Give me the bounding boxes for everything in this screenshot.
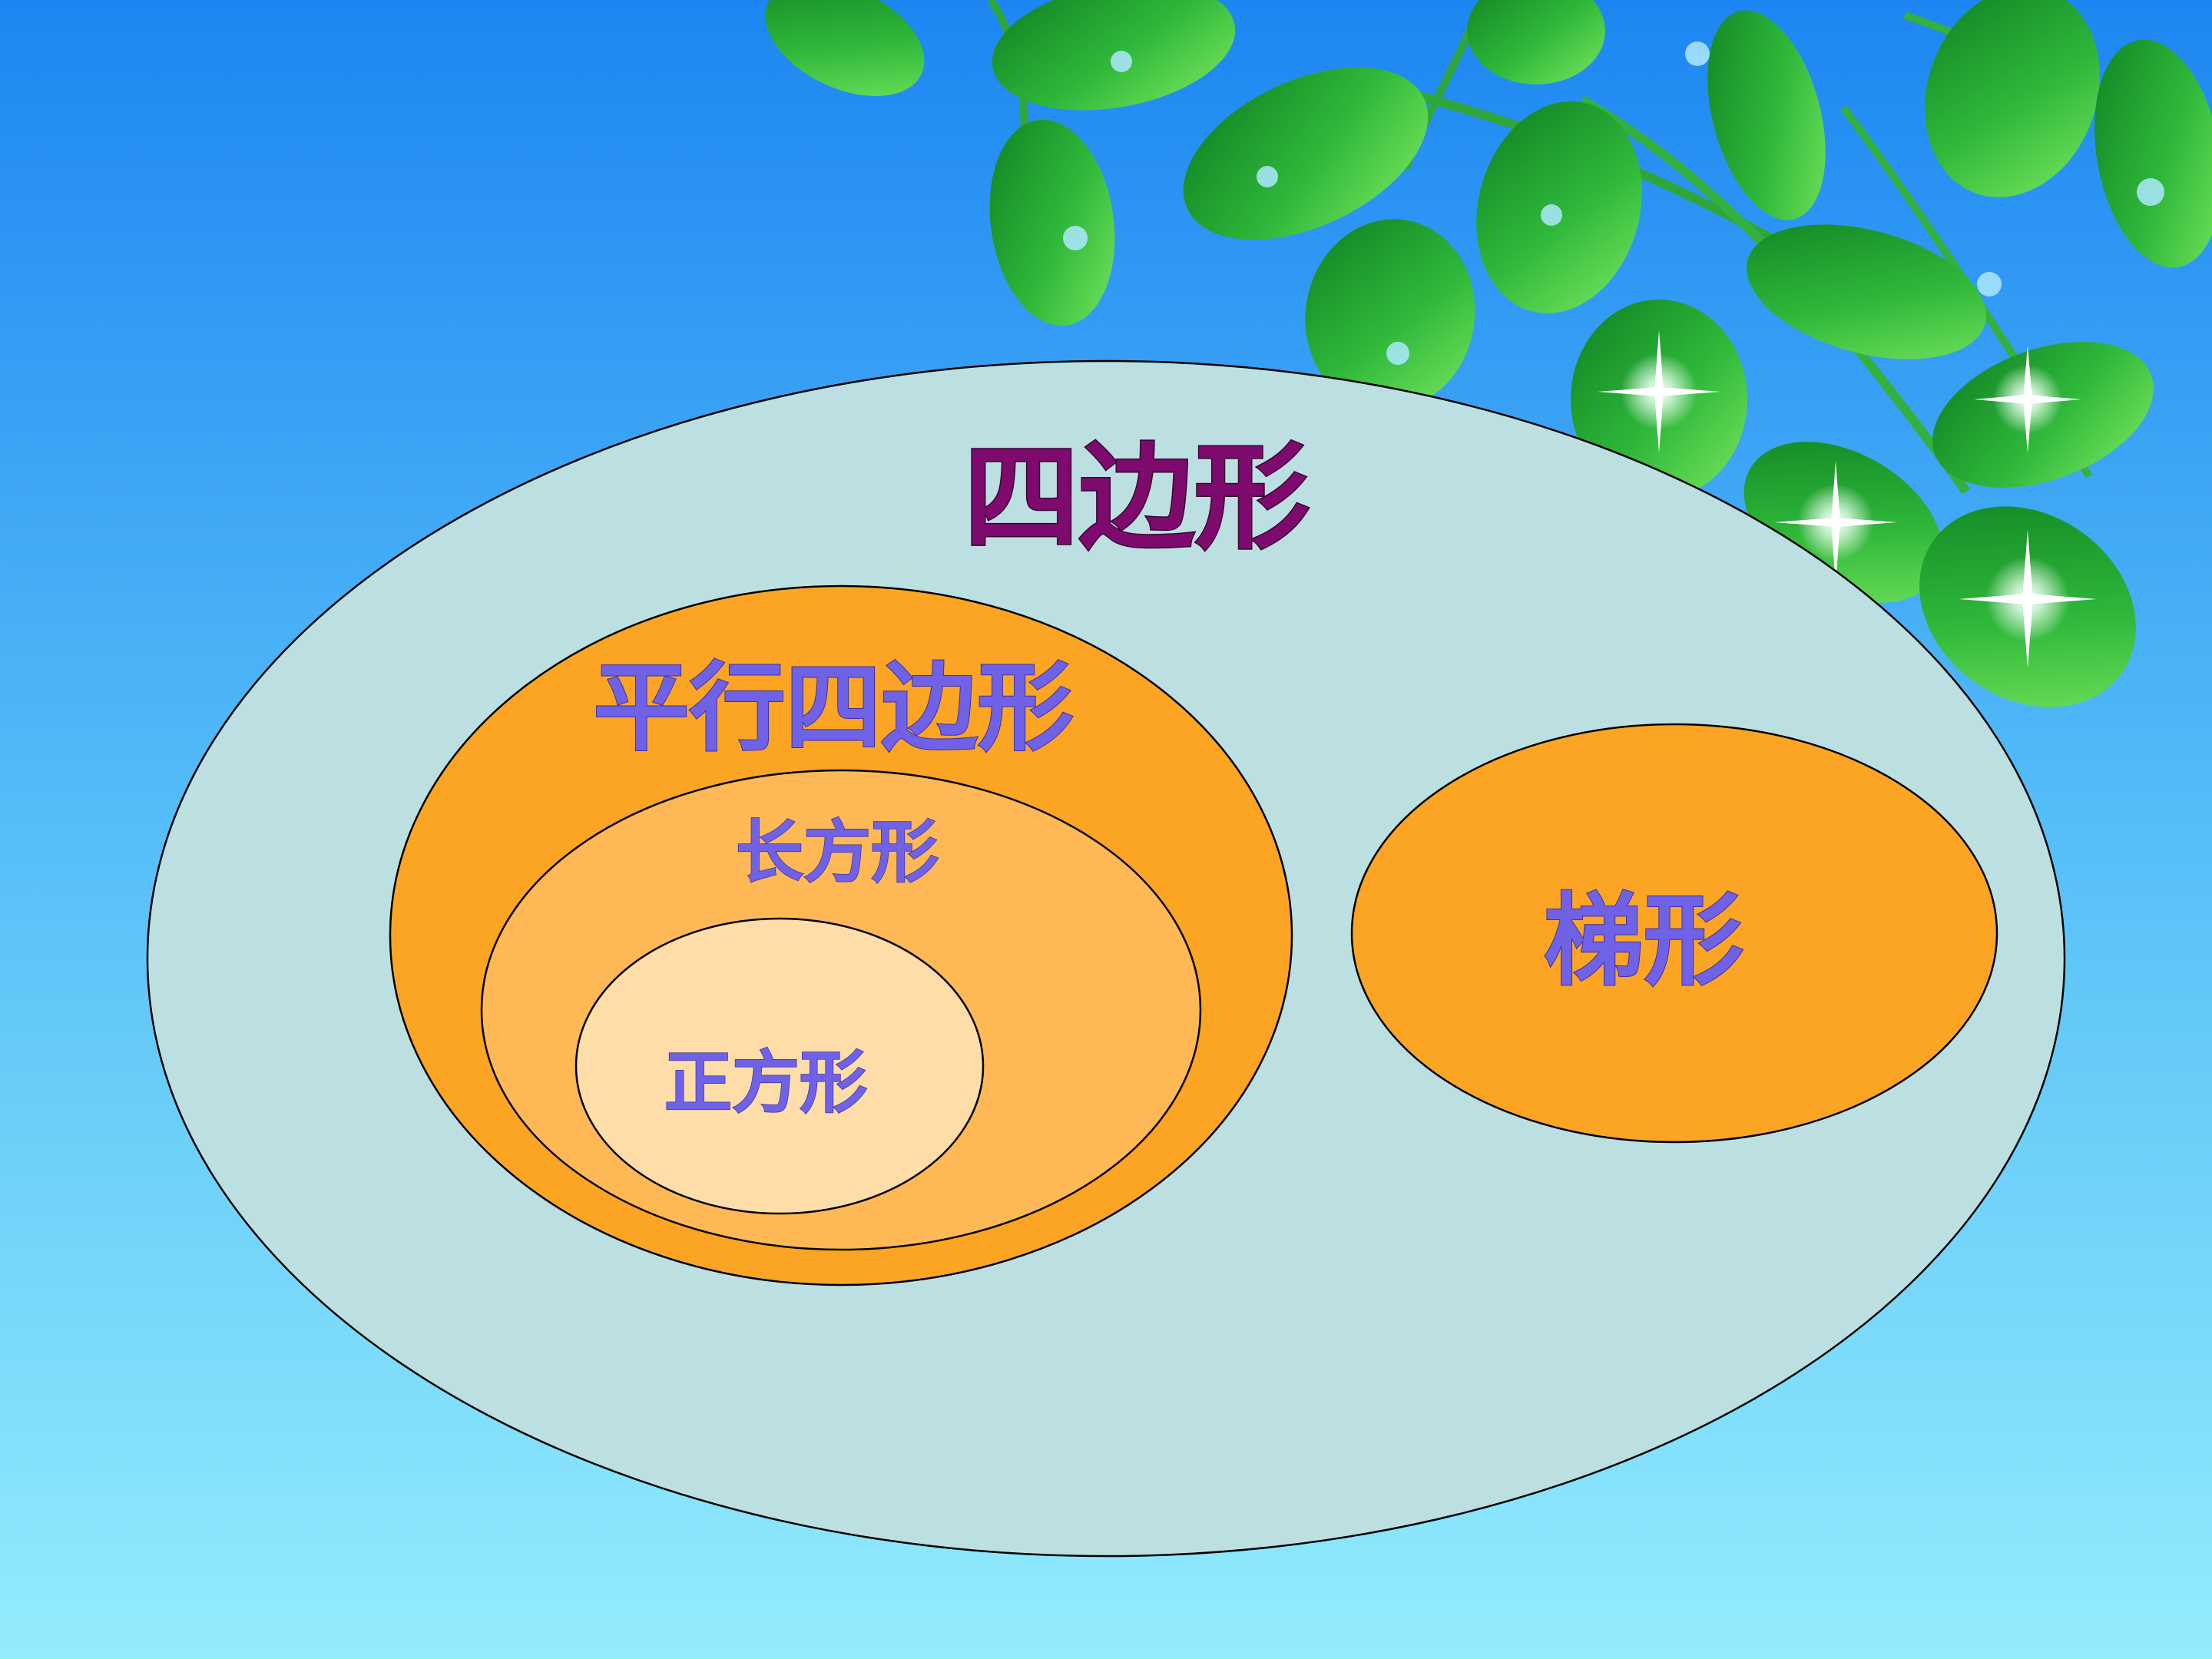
leaf [989,119,1115,326]
leaf [2094,39,2212,268]
leaf [1183,67,1429,240]
square-set [575,917,985,1215]
leaf [992,0,1236,111]
water-drop [1386,342,1409,365]
leaf-branch-decoration [765,0,2212,707]
rectangle-label: 长方形 [736,812,939,892]
leaf [1305,219,1475,411]
parallelogram-label: 平行四边形 [594,652,1074,764]
sparkle-icon [1974,346,2081,453]
trapezoid-label: 梯形 [1544,882,1743,999]
leaf [1476,101,1642,313]
water-drop [1541,204,1562,226]
water-drop [2137,178,2164,206]
quadrilateral-label: 四边形 [964,430,1310,565]
leaf [1925,0,2100,197]
leaf [1467,0,1605,84]
water-drop [1977,272,2002,296]
trapezoid-set [1350,723,1998,1144]
leaf [1747,224,1986,359]
water-drop [1257,166,1278,187]
sparkle-icon [1774,461,1897,584]
sparkle-icon [1959,530,2097,668]
water-drop [1685,41,1710,66]
leaf [765,0,925,97]
sparkle-icon [1598,330,1720,453]
water-drop [1063,226,1088,250]
water-drop [1111,51,1132,72]
square-label: 正方形 [664,1042,867,1122]
leaf [1707,10,1826,220]
